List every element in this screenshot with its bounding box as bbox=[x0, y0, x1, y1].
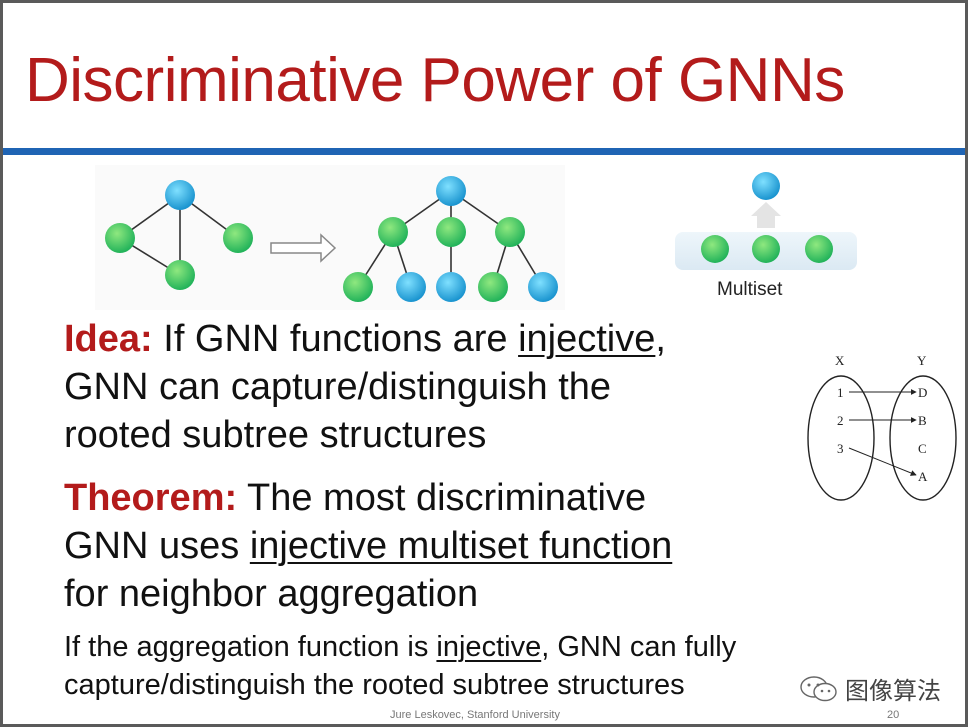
tree-node bbox=[436, 217, 466, 247]
multiset-node bbox=[701, 235, 729, 263]
multiset-node bbox=[752, 235, 780, 263]
note-text: If the aggregation function is bbox=[64, 631, 437, 663]
tree-leaf-node bbox=[436, 272, 466, 302]
codomain-element: C bbox=[918, 441, 927, 456]
theorem-text: The most discriminative bbox=[237, 477, 647, 519]
idea-line-3: rooted subtree structures bbox=[64, 414, 487, 456]
multiset-label: Multiset bbox=[717, 279, 783, 300]
page-number: 20 bbox=[887, 709, 900, 721]
tree-leaf-node bbox=[528, 272, 558, 302]
multiset-node bbox=[805, 235, 833, 263]
codomain-element: B bbox=[918, 413, 927, 428]
slide-title: Discriminative Power of GNNs bbox=[25, 46, 845, 115]
set-x-ellipse bbox=[807, 375, 875, 501]
graph-node bbox=[223, 223, 253, 253]
theorem-underlined-term: injective multiset function bbox=[249, 525, 673, 567]
arrow-right-icon bbox=[270, 233, 337, 263]
theorem-line-2: GNN uses injective multiset function bbox=[64, 522, 672, 570]
set-y-label: Y bbox=[917, 353, 927, 368]
idea-text: If GNN functions are bbox=[152, 318, 519, 360]
note-line-2: capture/distinguish the rooted subtree s… bbox=[64, 669, 685, 701]
graph-node bbox=[165, 260, 195, 290]
idea-line-2: GNN can capture/distinguish the bbox=[64, 366, 612, 408]
idea-keyword: Idea: bbox=[64, 318, 153, 360]
idea-line-1: Idea: If GNN functions are injective, bbox=[64, 315, 666, 363]
idea-underlined-term: injective bbox=[518, 318, 656, 360]
theorem-keyword: Theorem: bbox=[64, 477, 238, 519]
multiset-figure bbox=[675, 172, 857, 270]
slide: Discriminative Power of GNNs bbox=[3, 3, 965, 724]
note-line-1: If the aggregation function is injective… bbox=[64, 628, 736, 666]
theorem-text: GNN uses bbox=[64, 525, 250, 567]
domain-element: 1 bbox=[837, 385, 844, 400]
tree-leaf-node bbox=[478, 272, 508, 302]
theorem-line-1: Theorem: The most discriminative bbox=[64, 474, 672, 522]
set-x-label: X bbox=[835, 353, 845, 368]
watermark-text: 图像算法 bbox=[845, 677, 941, 705]
mapping-arrows bbox=[848, 389, 917, 476]
tree-leaf-node bbox=[343, 272, 373, 302]
domain-element: 3 bbox=[837, 441, 844, 456]
title-rule bbox=[3, 148, 965, 155]
theorem-paragraph: Theorem: The most discriminative GNN use… bbox=[64, 474, 672, 618]
set-y-ellipse bbox=[889, 375, 957, 501]
wechat-icon bbox=[800, 675, 837, 701]
note-paragraph: If the aggregation function is injective… bbox=[64, 628, 736, 704]
arrow-up-icon bbox=[751, 202, 781, 228]
graph-node-target bbox=[165, 180, 195, 210]
note-underlined-term: injective bbox=[436, 631, 542, 663]
tree-node bbox=[495, 217, 525, 247]
aggregated-node bbox=[752, 172, 780, 200]
codomain-element: A bbox=[918, 469, 928, 484]
domain-element: 2 bbox=[837, 413, 844, 428]
codomain-element: D bbox=[918, 385, 927, 400]
tree-root-node bbox=[436, 176, 466, 206]
theorem-line-3: for neighbor aggregation bbox=[64, 573, 479, 615]
idea-paragraph: Idea: If GNN functions are injective, GN… bbox=[64, 315, 666, 459]
graph-to-tree-figure bbox=[95, 165, 565, 310]
tree-leaf-node bbox=[396, 272, 426, 302]
graph-node bbox=[105, 223, 135, 253]
idea-text: , bbox=[655, 318, 666, 360]
watermark: 图像算法 bbox=[799, 671, 941, 706]
footer-credit: Jure Leskovec, Stanford University bbox=[390, 709, 560, 721]
note-text: , GNN can fully bbox=[541, 631, 737, 663]
injective-mapping-diagram: X Y 1 2 3 D B C A bbox=[807, 353, 957, 501]
tree-node bbox=[378, 217, 408, 247]
